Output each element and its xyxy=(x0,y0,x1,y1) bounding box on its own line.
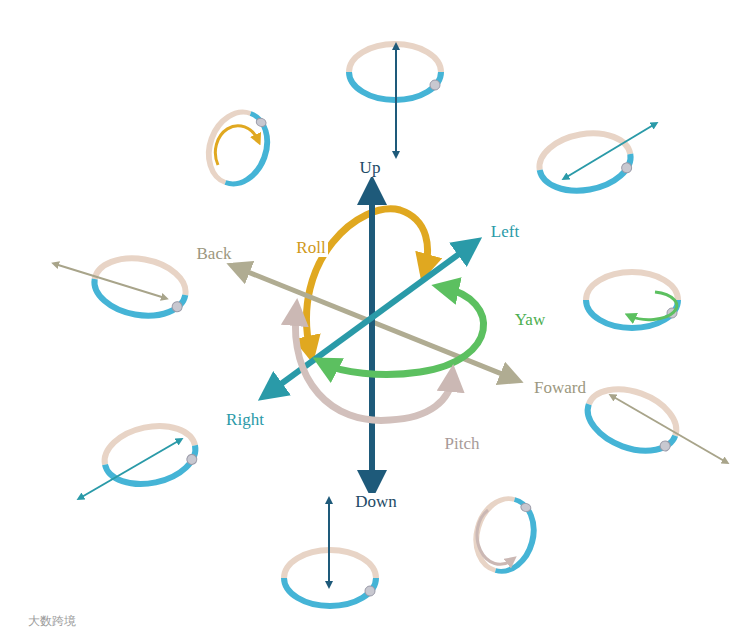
watermark: 大数跨境 xyxy=(26,615,78,628)
ring xyxy=(99,418,201,492)
axis-label: Left xyxy=(489,223,521,242)
ring xyxy=(468,492,541,578)
axis-label: Down xyxy=(353,493,399,512)
axis-label: Foward xyxy=(532,379,588,398)
ring xyxy=(90,251,190,322)
rotation-label: Yaw xyxy=(513,311,547,330)
ring xyxy=(579,378,685,462)
rotation-label: Roll xyxy=(294,239,327,258)
ring xyxy=(586,272,678,328)
rotation-label: Pitch xyxy=(443,435,482,454)
ring xyxy=(199,104,277,192)
axis-label: Right xyxy=(224,411,266,430)
ring xyxy=(535,126,635,197)
axis-label: Up xyxy=(358,159,383,178)
axis-label: Back xyxy=(195,245,234,264)
